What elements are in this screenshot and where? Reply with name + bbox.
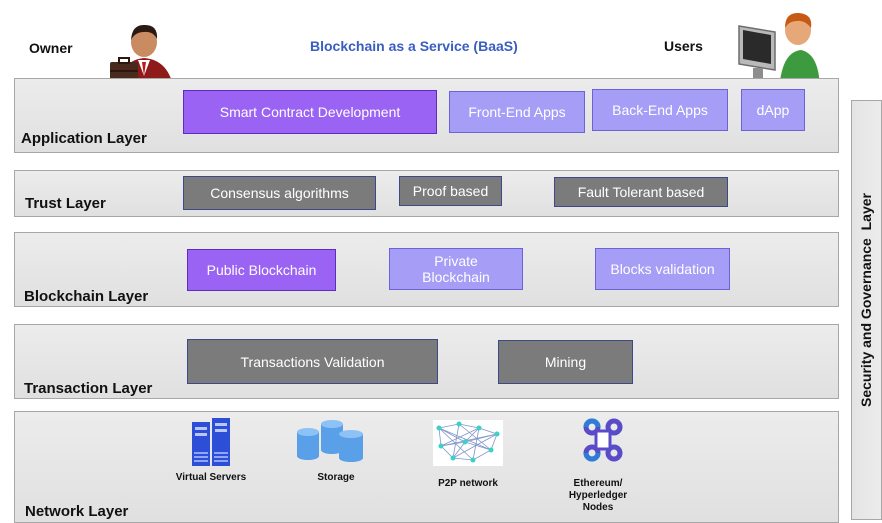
transactions-validation-box: Transactions Validation [187, 339, 438, 384]
command-key-icon [583, 418, 623, 462]
p2p-network-label: P2P network [438, 478, 498, 489]
blockchain-layer-label: Blockchain Layer [24, 288, 149, 305]
transaction-layer-label: Transaction Layer [24, 380, 153, 397]
server-rack-icon [192, 418, 230, 466]
proof-based-box: Proof based [399, 176, 502, 206]
dapp-box: dApp [741, 89, 805, 131]
users-label: Users [664, 38, 703, 54]
smart-contract-development-box: Smart Contract Development [183, 90, 437, 134]
blocks-validation-box: Blocks validation [595, 248, 730, 290]
ethereum-hyperledger-nodes-label: Ethereum/ Hyperledger Nodes [568, 478, 628, 513]
consensus-algorithms-box: Consensus algorithms [183, 176, 376, 210]
private-blockchain-box: Private Blockchain [389, 248, 523, 290]
user-at-computer-icon [736, 12, 820, 92]
storage-label: Storage [317, 472, 355, 483]
security-governance-label: Security and Governance Layer [858, 193, 874, 407]
diagram-title: Blockchain as a Service (BaaS) [310, 38, 518, 54]
owner-label: Owner [29, 40, 73, 56]
network-graph-icon [433, 420, 503, 466]
database-icon [297, 420, 363, 462]
back-end-apps-box: Back-End Apps [592, 89, 728, 131]
public-blockchain-box: Public Blockchain [187, 249, 336, 291]
front-end-apps-box: Front-End Apps [449, 91, 585, 133]
fault-tolerant-based-box: Fault Tolerant based [554, 177, 728, 207]
virtual-servers-label: Virtual Servers [175, 472, 247, 483]
application-layer-label: Application Layer [21, 130, 147, 147]
network-layer [14, 411, 839, 523]
trust-layer-label: Trust Layer [25, 195, 106, 212]
mining-box: Mining [498, 340, 633, 384]
network-layer-label: Network Layer [25, 503, 129, 520]
